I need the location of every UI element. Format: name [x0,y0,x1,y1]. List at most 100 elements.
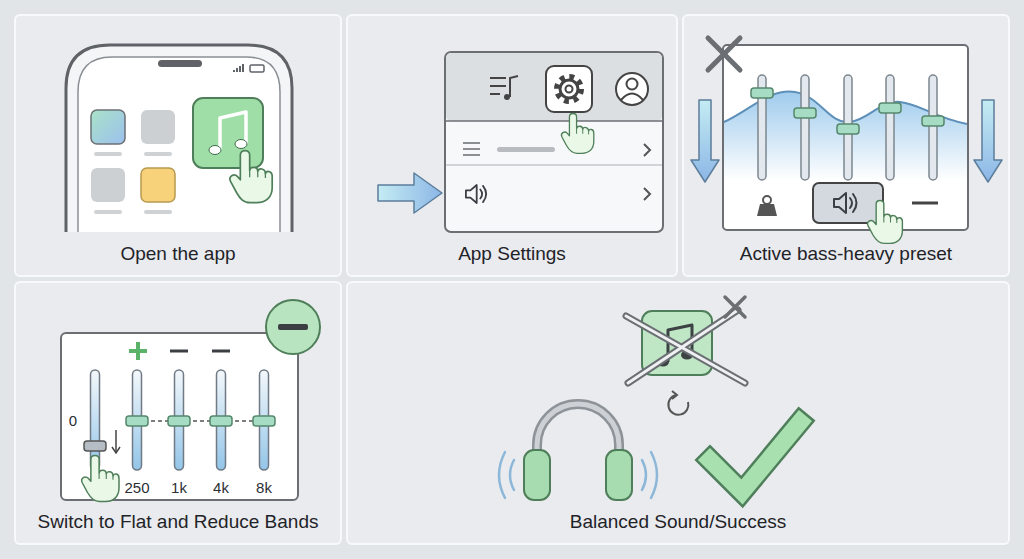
strike-line-inner [626,316,745,383]
toolbar-divider [446,120,662,122]
weight-handle [763,196,771,204]
slider-thumb [168,416,190,426]
chevron [644,188,650,200]
settings-window [445,52,663,232]
slider-track [886,75,894,180]
frequency-curve-fill [724,92,967,180]
step-caption: Balanced Sound/Success [348,511,1008,533]
minus-sign [278,324,308,330]
headphone-band [537,404,619,468]
app-icon [91,168,125,202]
slider-track [175,370,184,470]
slider-track [260,370,269,470]
pointing-hand [230,151,272,203]
sound-waves [499,452,514,498]
dash-mark [170,350,230,353]
playlist-icon [490,76,518,97]
step-panel: Active bass-heavy preset [682,14,1010,277]
toolbar [446,53,662,121]
strike-line [628,310,738,383]
slider-thumb [837,124,859,134]
checkmark-fill [710,422,800,492]
music-app-icon [642,311,712,375]
headphone-cup [524,450,550,500]
sound-waves [642,452,657,498]
speaker-icon [466,185,486,203]
strike-line [626,316,745,383]
pointing-hand [561,113,593,153]
chevron [644,144,650,156]
slider-thumb [126,416,148,426]
slider-thumb [794,108,816,118]
strike-line-inner [628,310,738,383]
music-note [668,325,692,362]
step-panel: Switch to Flat and Reduce Bands [14,281,342,545]
step-caption: Open the app [16,243,340,265]
plus-sign [129,342,147,360]
slider-track [758,75,766,180]
menu-item-bar [497,147,555,152]
music-app-icon [193,98,263,168]
slider-thumb [922,116,944,126]
profile-icon [616,73,648,105]
step-caption: Switch to Flat and Reduce Bands [16,511,340,533]
slider-thumb [84,441,106,451]
menu-icon [463,143,480,155]
down-arrow [691,100,719,182]
headphone-cup [606,450,632,500]
step-panel: App Settings Audio [346,14,678,277]
slider-track [801,75,809,180]
app-name-bar [94,210,122,214]
slider-track [844,75,852,180]
equalizer-frame [61,333,298,500]
small-down-arrow-head [112,447,120,453]
cross-mark [708,38,740,70]
step-caption: App Settings [348,243,676,265]
phone-screen [78,57,280,232]
frequency-curve [724,92,967,124]
pointing-hand [868,201,903,244]
slider-thumb [210,416,232,426]
step-caption: Active bass-heavy preset [684,243,1008,265]
headphone-band-inner [537,404,619,468]
menu-label: Audio [498,175,539,213]
speaker-icon [834,193,857,213]
app-name-bar [144,152,172,156]
phone-body [66,45,292,232]
gear-button [546,66,592,112]
music-note-head [681,351,693,360]
slider-thumb [253,416,275,426]
refresh-arrow-head [672,391,677,399]
equalizer-frame [723,45,968,230]
profile-shoulders [621,94,643,101]
phone-notch [158,60,202,67]
weight-icon [757,204,777,216]
music-note-head [657,358,669,367]
app-icon [91,110,125,144]
battery-icon [250,65,264,72]
speaker-button [813,183,883,223]
minus-button [266,300,320,354]
step-panel: Balanced Sound/Success [346,281,1010,545]
cross-mark [708,38,740,70]
app-icon [141,168,175,202]
music-note-head [235,140,247,149]
pointer-arrow [378,173,442,213]
pointing-hand [82,456,119,502]
small-down-arrow [115,430,117,452]
dash-mark [912,202,938,205]
slider-thumb [751,88,773,98]
gear-hub [566,86,573,93]
checkmark [710,422,800,492]
gear-teeth [557,77,581,101]
slider-track [133,370,142,470]
slider-track [929,75,937,180]
menu-divider [446,164,662,166]
app-icon [141,110,175,144]
menu-row: Audio [453,173,663,215]
gear-ring [560,80,578,98]
profile-head [627,79,638,90]
flat-level-line [137,420,264,422]
